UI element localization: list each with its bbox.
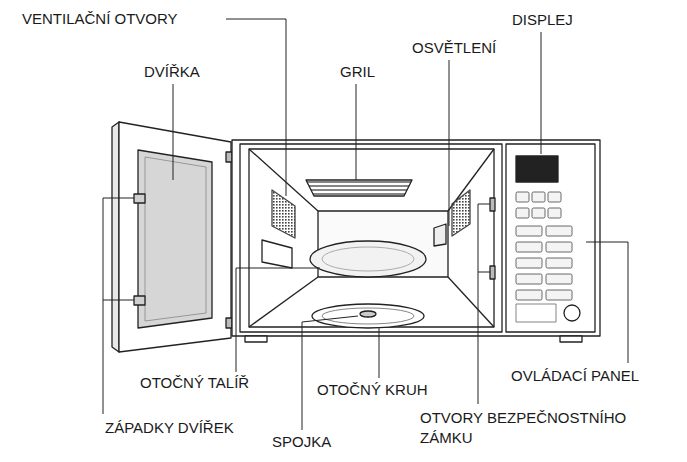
display — [516, 156, 558, 182]
door-latch — [134, 296, 145, 305]
door — [119, 122, 231, 352]
cavity-frame — [240, 144, 502, 332]
roller-ring — [312, 304, 424, 328]
part-label: OSVĚTLENÍ — [412, 38, 496, 58]
panel-button — [516, 290, 542, 300]
grill-element — [306, 180, 412, 196]
panel-button — [532, 192, 545, 202]
safety-lock-hole — [490, 266, 495, 279]
part-label: OTOČNÝ TALÍŘ — [140, 373, 249, 393]
coupler — [360, 311, 376, 317]
door-edge — [112, 122, 119, 352]
part-label: OTVORY BEZPEČNOSTNÍHO ZÁMKU — [420, 408, 635, 448]
turntable-plate — [310, 241, 426, 277]
panel-button — [546, 242, 572, 252]
panel-button — [532, 208, 545, 218]
light — [434, 224, 446, 246]
panel-button — [516, 242, 542, 252]
panel-button — [516, 226, 542, 236]
oven-body — [232, 140, 600, 336]
part-label: VENTILAČNÍ OTVORY — [22, 9, 178, 29]
part-label: ZÁPADKY DVÍŘEK — [105, 418, 234, 438]
ventilation-holes — [452, 190, 470, 236]
panel-button — [516, 258, 542, 268]
panel-button — [546, 226, 572, 236]
panel-button — [516, 274, 542, 284]
door-latch — [134, 194, 145, 203]
panel-button — [546, 274, 572, 284]
part-label: DISPLEJ — [512, 10, 573, 30]
door-window — [138, 150, 212, 328]
ventilation-holes — [272, 190, 295, 238]
part-label: GRIL — [340, 62, 375, 82]
part-label: DVÍŘKA — [144, 62, 200, 82]
panel-button — [516, 208, 529, 218]
control-panel — [506, 144, 595, 332]
panel-button — [548, 208, 561, 218]
part-label: SPOJKA — [272, 432, 331, 452]
safety-lock-hole — [490, 198, 495, 211]
panel-button — [546, 290, 572, 300]
panel-button — [548, 192, 561, 202]
part-label: OTOČNÝ KRUH — [317, 380, 428, 400]
panel-button — [546, 258, 572, 268]
part-label: OVLÁDACÍ PANEL — [511, 366, 639, 386]
panel-button — [516, 192, 529, 202]
